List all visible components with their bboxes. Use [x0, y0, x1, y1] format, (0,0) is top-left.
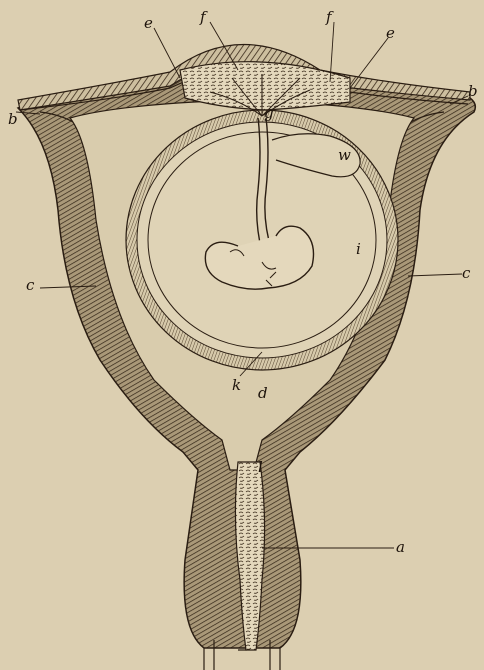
- label-f-right: f: [325, 8, 334, 26]
- label-i: i: [356, 240, 361, 258]
- label-a: a: [396, 538, 405, 556]
- label-l: l: [258, 458, 263, 476]
- label-k: k: [232, 376, 241, 394]
- label-b-left: b: [8, 110, 18, 128]
- label-e-left: e: [144, 14, 153, 32]
- label-e-right: e: [386, 24, 395, 42]
- label-w: w: [338, 146, 351, 164]
- label-d: d: [258, 384, 268, 402]
- label-f-left: f: [199, 8, 208, 26]
- label-g: g: [264, 104, 274, 122]
- label-b-right: b: [468, 82, 478, 100]
- placenta: [180, 62, 350, 110]
- label-c-left: c: [26, 276, 35, 294]
- label-c-right: c: [462, 264, 471, 282]
